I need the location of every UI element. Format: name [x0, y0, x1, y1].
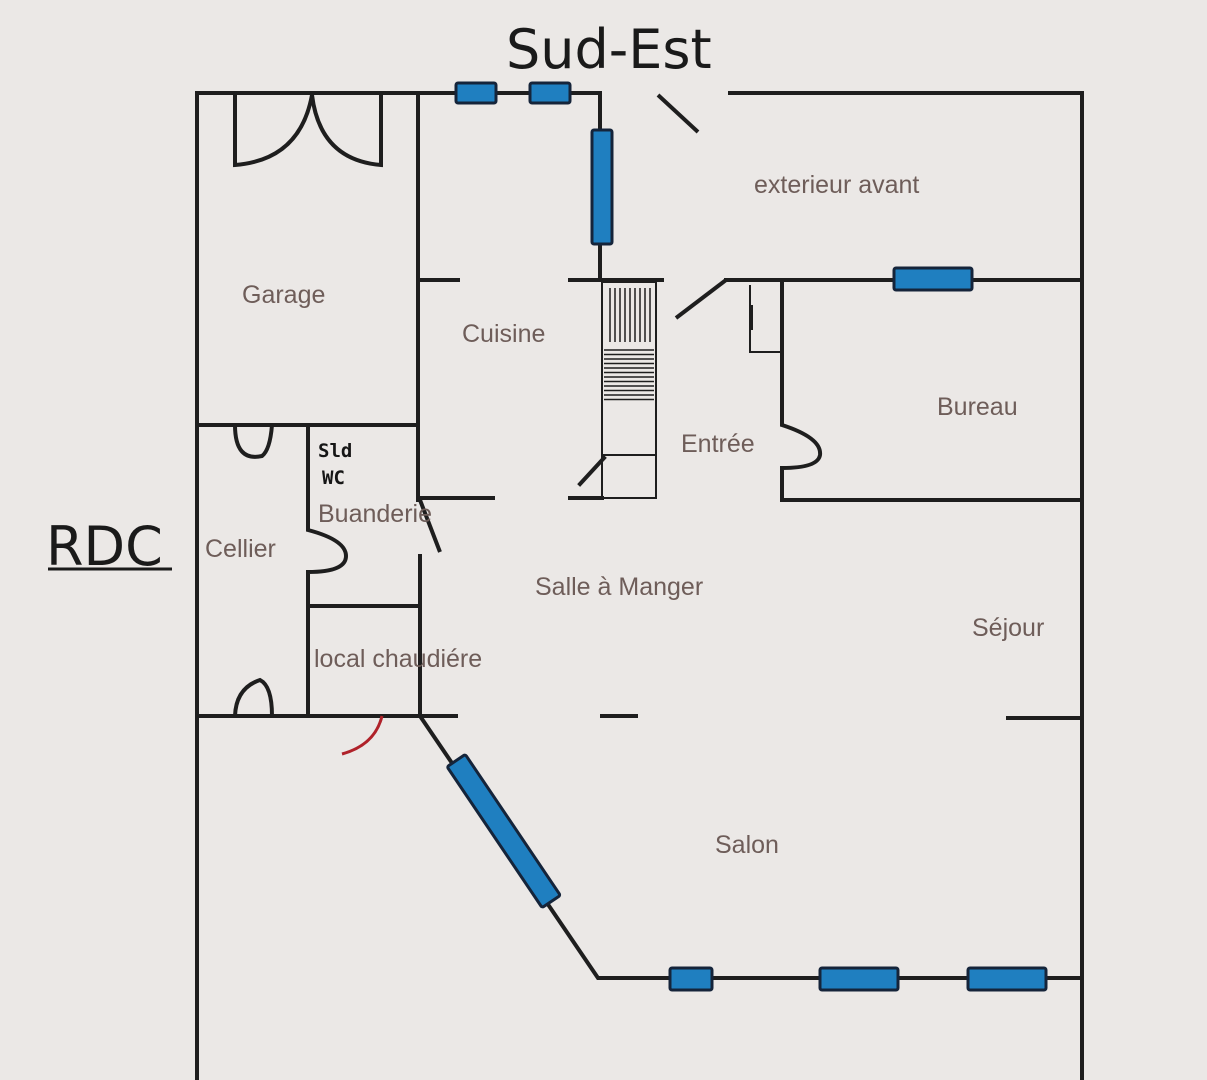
- wall-closet: [749, 285, 782, 353]
- stair-foot: [577, 455, 607, 487]
- wall-cellier-right: [306, 498, 349, 718]
- chaudiere-door: [341, 715, 384, 756]
- windows: [446, 81, 1048, 992]
- staircase: [577, 281, 657, 499]
- label-salon: Salon: [715, 831, 779, 859]
- window-salon-diagonal: [446, 753, 562, 909]
- window-salon-1: [668, 966, 714, 992]
- garage-door-right: [310, 93, 383, 168]
- window-salon-2: [818, 966, 900, 992]
- wall-top-right: [728, 91, 1084, 1080]
- entrance-door: [674, 278, 728, 320]
- label-salle-a-manger: Salle à Manger: [535, 573, 703, 601]
- stair-treads-horizontal: [604, 349, 654, 401]
- doors: [233, 93, 728, 756]
- label-buanderie: Buanderie: [318, 500, 432, 528]
- label-sejour: Séjour: [972, 614, 1044, 642]
- label-entree: Entrée: [681, 430, 755, 458]
- buanderie-door: [418, 499, 442, 553]
- interior-walls: [195, 91, 1084, 980]
- window-salon-3: [966, 966, 1048, 992]
- cellier-door-top: [233, 424, 274, 459]
- cellier-door-bottom: [233, 677, 274, 717]
- label-bureau: Bureau: [937, 393, 1018, 421]
- label-exterieur: exterieur avant: [754, 171, 919, 199]
- stair-treads-vertical: [609, 288, 651, 342]
- wall-top-left: [195, 91, 420, 1080]
- label-sld: Sld: [318, 440, 352, 462]
- window-top-2: [528, 81, 572, 105]
- level-heading: RDC: [46, 515, 172, 578]
- wall-bureau: [780, 278, 1084, 502]
- window-top-1: [454, 81, 498, 105]
- stair-outline: [601, 281, 657, 499]
- window-cuisine: [590, 128, 614, 246]
- garage-door-left: [233, 93, 314, 168]
- room-labels: exterieur avant Garage Cuisine Bureau En…: [205, 171, 1044, 859]
- label-garage: Garage: [242, 281, 325, 309]
- label-wc: WC: [322, 467, 345, 489]
- label-local-chaudiere: local chaudiére: [314, 645, 482, 673]
- label-cuisine: Cuisine: [462, 320, 545, 348]
- label-cellier: Cellier: [205, 535, 276, 563]
- orientation-label: Sud-Est: [506, 18, 712, 81]
- window-bureau: [892, 266, 974, 292]
- front-door: [656, 93, 700, 134]
